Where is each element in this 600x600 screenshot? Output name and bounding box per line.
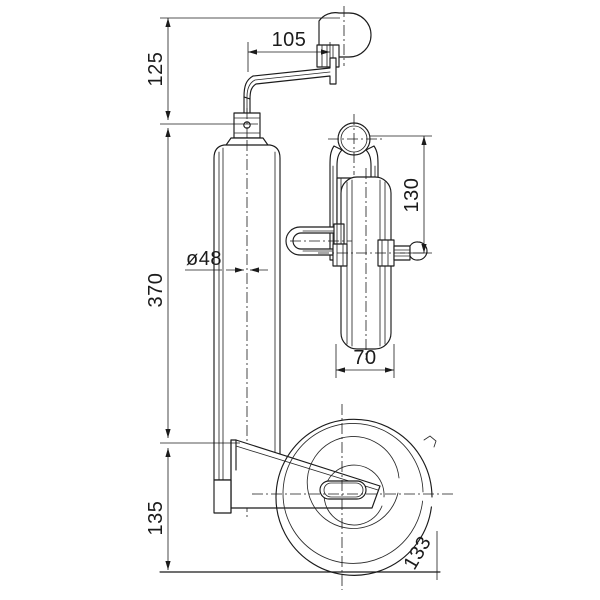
mount-tube-section: [328, 114, 382, 175]
dim-label-diameter-48: ø48: [186, 248, 222, 270]
front-elevation-view: [159, 6, 456, 590]
dim-label-125: 125: [145, 52, 167, 87]
handle-grip: [316, 6, 372, 68]
outer-tube: [213, 140, 281, 520]
road-wheel: [252, 404, 456, 590]
side-elevation-view: [285, 114, 428, 360]
dim-label-370: 370: [145, 273, 167, 308]
dim-label-130: 130: [401, 178, 423, 213]
dim-label-135: 135: [145, 501, 167, 536]
dim-label-70: 70: [353, 347, 376, 369]
dimension-annotations: 125 370 135 105 ø48 130 70 133: [145, 17, 438, 580]
dim-label-105: 105: [272, 29, 307, 51]
